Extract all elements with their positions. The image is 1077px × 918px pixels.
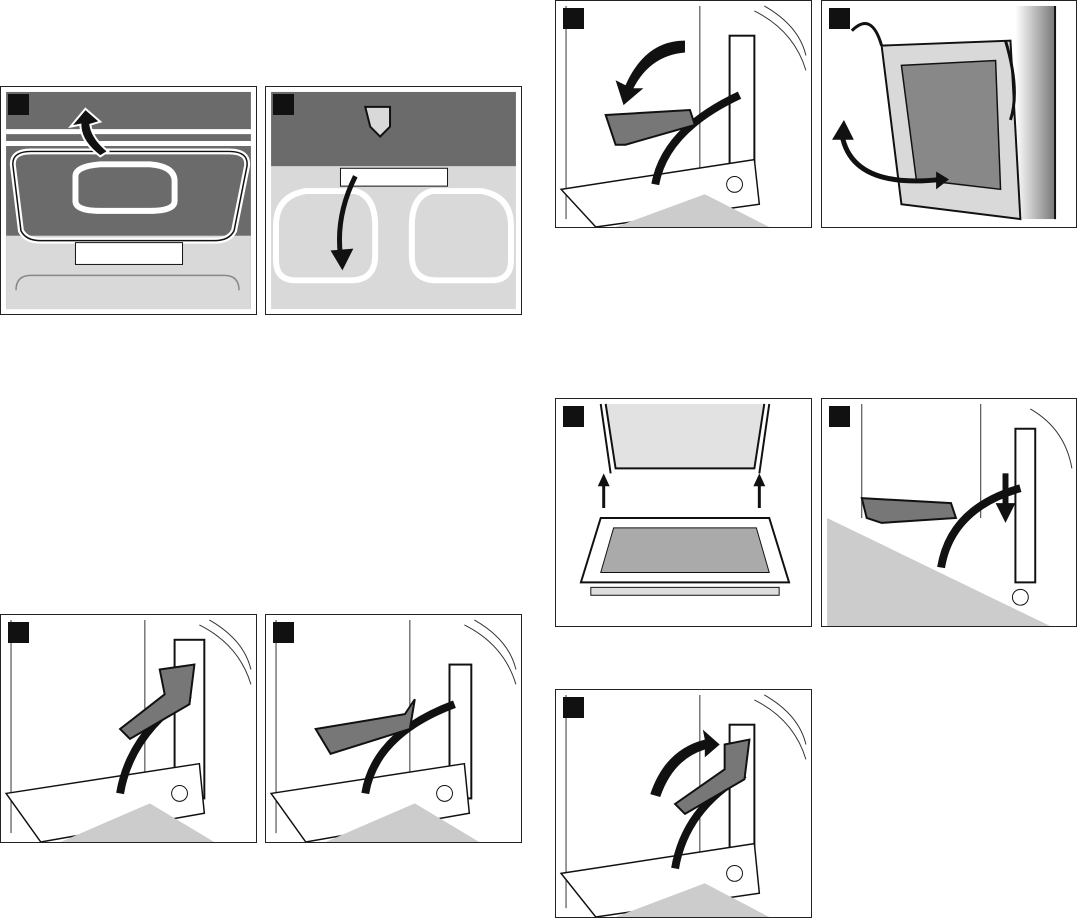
step-marker	[829, 406, 850, 427]
hinge-illustration	[269, 619, 517, 842]
step-marker	[563, 8, 584, 29]
step-marker	[563, 697, 584, 718]
step-marker	[8, 622, 29, 643]
figure-hinge-lever-down	[265, 614, 522, 843]
hinge-illustration	[4, 619, 252, 842]
rack-insert-illustration	[271, 91, 516, 310]
hinge-illustration	[827, 403, 1073, 626]
figure-hinge-push-down	[821, 398, 1077, 627]
figure-door-remove	[821, 0, 1077, 228]
step-marker	[273, 94, 294, 115]
hinge-illustration	[559, 5, 807, 227]
figure-hinge-lever-close	[555, 0, 812, 228]
rack-lift-illustration	[6, 91, 251, 310]
figure-hinge-lever-up	[0, 614, 257, 843]
step-marker	[829, 8, 850, 29]
figure-rack-lift	[0, 86, 257, 315]
door-insert-illustration	[579, 403, 791, 596]
hinge-illustration	[559, 694, 807, 917]
step-marker	[563, 406, 584, 427]
step-marker	[273, 622, 294, 643]
figure-hinge-lever-open	[555, 689, 812, 918]
door-remove-illustration	[832, 5, 1057, 221]
figure-rack-insert	[265, 86, 522, 315]
figure-door-insert	[555, 398, 812, 627]
step-marker	[8, 94, 29, 115]
